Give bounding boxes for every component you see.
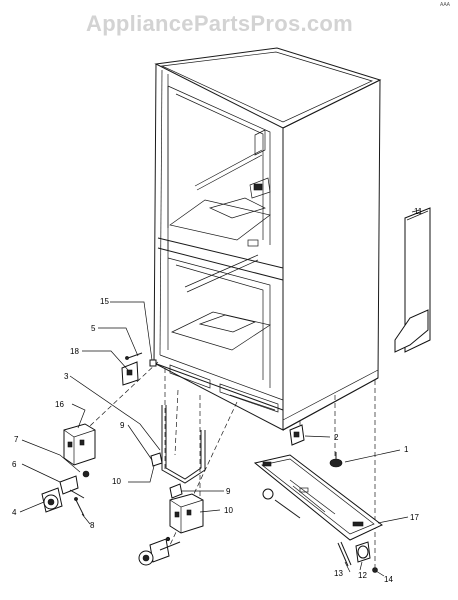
part-10-hinge-bracket [169,493,204,534]
callout-2: 2 [334,433,339,442]
part-16-hinge-bracket [63,423,96,466]
part-2-bracket [289,424,305,446]
part-13-pin [337,541,352,567]
callout-3: 3 [64,372,69,381]
roller-assembly-lower [138,536,181,566]
part-15-clip [149,359,157,367]
callout-10-right: 10 [224,506,233,515]
assembly-lines [74,361,376,570]
part-3-drain-tube [161,405,206,484]
refrigerator-cabinet [153,47,382,431]
part-11-side-panel [394,207,431,353]
callout-9-upper: 9 [120,421,125,430]
part-8-screw [74,497,85,517]
watermark: AppliancePartsPros.com [86,11,353,36]
callout-8: 8 [90,521,95,530]
part-4-roller [41,487,63,513]
callout-9-lower: 9 [226,487,231,496]
callout-12: 12 [358,571,367,580]
leader-lines [19,209,421,577]
callout-17: 17 [410,513,419,522]
part-12-wheel [355,541,371,563]
callout-1: 1 [404,445,409,454]
corner-mark: AAA [440,2,451,8]
part-9-clip-a [150,452,163,467]
callout-labels: 15 5 18 3 16 7 6 4 8 9 10 9 10 11 1 2 17… [12,207,423,584]
callout-11: 11 [414,207,423,216]
callout-4: 4 [12,508,17,517]
part-18-bracket [121,361,139,386]
part-7-washer [82,470,90,478]
part-6-leveler [59,475,85,499]
part-9-clip-b [169,483,183,499]
callout-18: 18 [70,347,79,356]
callout-6: 6 [12,460,17,469]
callout-14: 14 [384,575,393,584]
part-1-leveling-leg [329,452,343,468]
part-17-base-plate [253,454,383,541]
callout-16: 16 [55,400,64,409]
part-5-screw [125,352,143,360]
callout-10-left: 10 [112,477,121,486]
callout-5: 5 [91,324,96,333]
callout-7: 7 [14,435,19,444]
callout-15: 15 [100,297,109,306]
callout-13: 13 [334,569,343,578]
